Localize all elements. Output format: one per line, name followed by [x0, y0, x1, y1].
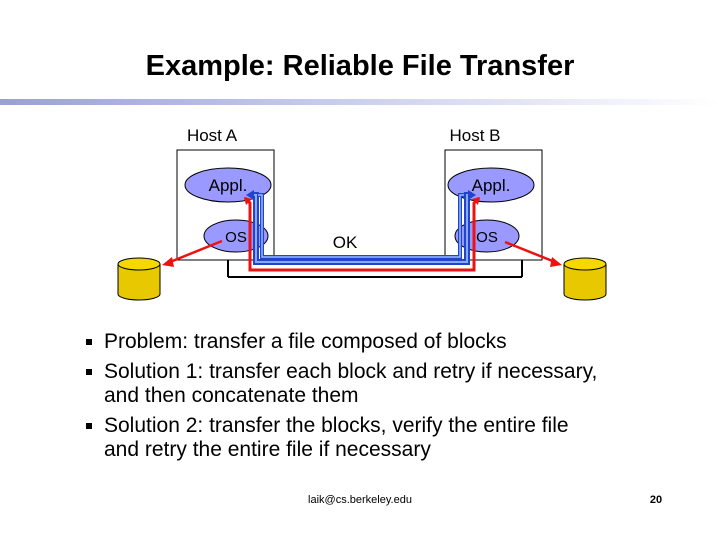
red-arrow-head-b [472, 197, 480, 205]
bullet-continuation: and then concatenate them [104, 384, 359, 407]
host-a-appl-label: Appl. [209, 176, 248, 195]
link-ok-label: OK [333, 233, 358, 252]
bullet-item: Solution 1: transfer each block and retr… [86, 360, 706, 408]
bullet-list: Problem: transfer a file composed of blo… [86, 330, 706, 468]
blue-arrow-head-a [246, 190, 254, 200]
host-b-os-bubble [454, 219, 520, 253]
square-bullet-icon [86, 339, 92, 345]
bullet-item: Problem: transfer a file composed of blo… [86, 330, 706, 354]
footer-email: laik@cs.berkeley.edu [308, 494, 412, 506]
red-transfer-path [243, 196, 481, 272]
blue-transfer-path [251, 192, 472, 265]
disk-b-icon [563, 257, 607, 301]
square-bullet-icon [86, 423, 92, 429]
bullet-text: Problem: transfer a file composed of blo… [104, 330, 507, 353]
red-line-disk-a [169, 239, 223, 264]
host-b-appl-label: Appl. [472, 176, 511, 195]
bullet-continuation: and retry the entire file if necessary [104, 438, 431, 461]
square-bullet-icon [86, 369, 92, 375]
red-arrow-disk-b [550, 257, 562, 267]
page-number: 20 [649, 494, 663, 506]
red-arrow-head-a [244, 197, 252, 205]
host-a-label: Host A [187, 126, 238, 145]
title-divider [0, 99, 720, 105]
disk-a-icon [117, 257, 161, 301]
blue-arrow-head-b [468, 190, 476, 200]
host-b-label: Host B [449, 126, 500, 145]
host-b-os-label: OS [476, 229, 498, 246]
host-a-os-label: OS [225, 229, 247, 246]
bullet-item: Solution 2: transfer the blocks, verify … [86, 414, 706, 462]
bullet-text: Solution 1: transfer each block and retr… [104, 360, 598, 383]
red-arrow-disk-a [162, 257, 174, 267]
slide-title: Example: Reliable File Transfer [145, 50, 575, 82]
bullet-text: Solution 2: transfer the blocks, verify … [104, 414, 569, 437]
network-diagram: Host A Host B Appl. Appl. OS OS OK [117, 126, 607, 301]
red-line-disk-b [504, 240, 556, 264]
host-a-os-bubble [203, 219, 269, 253]
